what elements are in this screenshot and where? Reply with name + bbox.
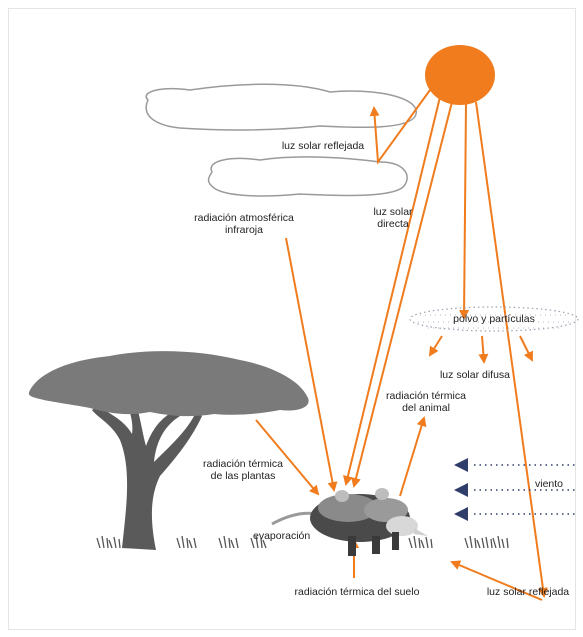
label-atmospheric-radiation: radiación atmosférica <box>194 212 294 224</box>
label-animal-radiation-1: radiación térmica <box>386 390 466 402</box>
label-reflected-sunlight-bottom: luz solar reflejada <box>487 586 569 598</box>
label-atmospheric-infrared: infraroja <box>225 224 263 236</box>
opossum <box>272 488 428 556</box>
atmospheric-radiation-arrow <box>286 238 334 490</box>
sun <box>425 45 495 105</box>
label-ground-radiation: radiación térmica del suelo <box>295 586 420 598</box>
label-evaporation: evaporación <box>253 530 310 542</box>
label-plants-radiation-1: radiación térmica <box>203 458 283 470</box>
label-dust-particles: polvo y partículas <box>453 313 535 325</box>
tree-canopy <box>29 351 309 416</box>
plants-radiation-arrow <box>256 420 318 494</box>
label-animal-radiation-2: del animal <box>402 402 450 414</box>
label-reflected-sunlight-top: luz solar reflejada <box>282 140 364 152</box>
tree-trunk <box>92 398 202 550</box>
diffuse-sunlight-arrows <box>430 336 532 362</box>
label-direct-sunlight-2: directa <box>377 218 409 230</box>
label-diffuse-sunlight: luz solar difusa <box>440 369 510 381</box>
animal-radiation-arrow <box>400 418 424 496</box>
label-direct-sunlight-1: luz solar <box>373 206 412 218</box>
label-plants-radiation-2: de las plantas <box>211 470 276 482</box>
label-wind: viento <box>535 478 563 490</box>
